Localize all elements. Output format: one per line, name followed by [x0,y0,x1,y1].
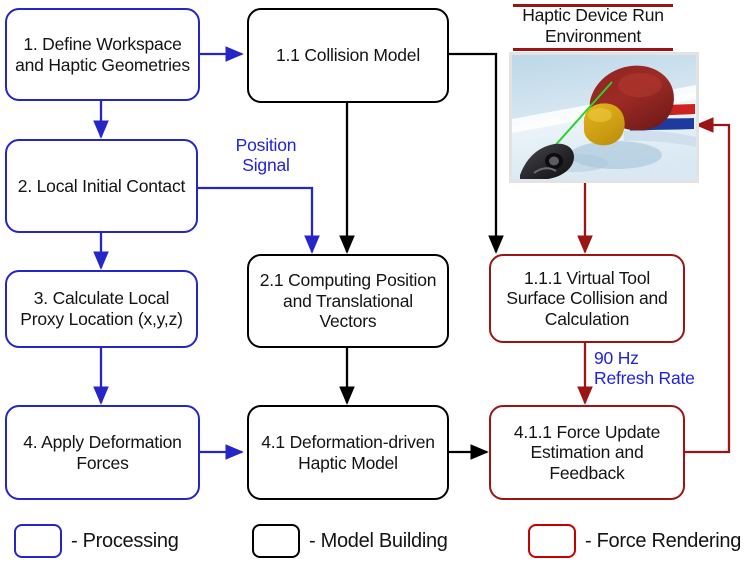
edge-n2-to-n21-position-signal [198,186,320,254]
scene-tumor-highlight [588,108,612,122]
edge-label-position-signal: Position Signal [216,135,316,175]
scene-shadow [570,141,662,169]
node-label: 1. Define Workspace and Haptic Geometrie… [15,33,190,75]
scene-haptic-ray [551,81,613,150]
title-rule-top [513,4,673,7]
node-3-calculate-local-proxy[interactable]: 3. Calculate Local Proxy Location (x,y,z… [5,270,198,348]
edge-n411-feedback-to-simimage [684,117,731,454]
title-rule-bottom [513,48,673,51]
node-label: 2.1 Computing Position and Translational… [259,270,437,332]
node-label: 3. Calculate Local Proxy Location (x,y,z… [20,288,183,329]
legend-item-force-rendering: - Force Rendering [528,524,741,558]
simulation-panel-title-line2: Environment [544,25,642,46]
scene-tube [624,130,696,147]
node-2-local-initial-contact[interactable]: 2. Local Initial Contact [5,139,198,233]
node-1-define-workspace[interactable]: 1. Define Workspace and Haptic Geometrie… [5,8,200,101]
edge-n11-to-n111 [449,52,504,254]
scene-kidney-highlight [618,73,662,97]
legend-swatch-processing [14,524,62,558]
haptic-scene-render [512,55,696,180]
node-1-1-1-virtual-tool-surface-collision[interactable]: 1.1.1 Virtual Tool Surface Collision and… [489,254,685,343]
legend-item-model-building: - Model Building [252,524,448,558]
haptic-simulation-viewport[interactable] [509,52,699,183]
edge-label-line1: Position [235,135,297,155]
simulation-panel-title-line1: Haptic Device Run [522,5,664,25]
edge-label-line2: Refresh Rate [594,368,695,389]
legend-label-model-building: - Model Building [309,529,448,552]
node-1-1-collision-model[interactable]: 1.1 Collision Model [247,8,449,103]
scene-tool-ring-inner [549,156,559,166]
node-label: 2. Local Initial Contact [17,175,186,196]
legend-label-force-rendering: - Force Rendering [585,529,742,552]
node-label: 4. Apply Deformation Forces [23,431,182,473]
node-4-1-1-force-update-estimation[interactable]: 4.1.1 Force Update Estimation and Feedba… [489,405,685,500]
node-label: 4.1.1 Force Update Estimation and Feedba… [513,421,661,483]
node-label: 1.1.1 Virtual Tool Surface Collision and… [506,267,668,329]
node-2-1-computing-position[interactable]: 2.1 Computing Position and Translational… [247,254,449,348]
legend-label-processing: - Processing [71,529,179,552]
legend-swatch-force-rendering [528,524,576,558]
scene-tool-detail [533,167,557,174]
node-label: 4.1 Deformation-driven Haptic Model [261,431,435,473]
legend-item-processing: - Processing [14,524,179,558]
edge-label-line2: Signal [242,155,290,176]
edge-label-line1: 90 Hz [594,348,639,368]
edge-label-refresh-rate: 90 Hz Refresh Rate [594,348,724,388]
simulation-panel-title: Haptic Device Run Environment [498,5,688,46]
node-4-1-deformation-driven-haptic-model[interactable]: 4.1 Deformation-driven Haptic Model [247,405,449,500]
node-4-apply-deformation-forces[interactable]: 4. Apply Deformation Forces [5,405,200,500]
legend-swatch-model-building [252,524,300,558]
node-label: 1.1 Collision Model [275,45,421,66]
